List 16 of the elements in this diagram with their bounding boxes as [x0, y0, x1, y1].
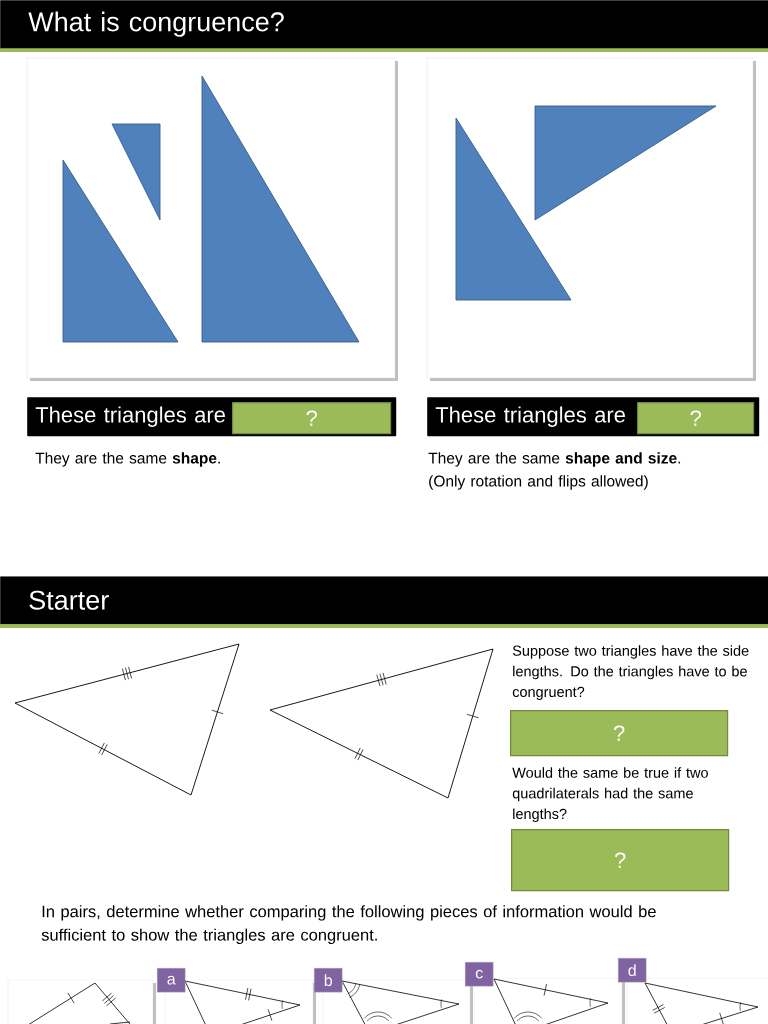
text: Would the same be true if two quadrilaterals had the same lengths?: [512, 767, 708, 822]
answer-box: ?: [510, 710, 729, 757]
question-tag: b: [314, 968, 343, 993]
question-tag: a: [157, 968, 186, 993]
question-tag: d: [618, 958, 647, 983]
title-bar: Starter: [0, 576, 768, 625]
text: (Only rotation and flips allowed): [429, 475, 648, 490]
text: They are the same shape and size.: [428, 452, 681, 467]
text: Suppose two triangles have the side lengths. Do the triangles have to be congruent?: [512, 645, 749, 700]
answer-box: ?: [511, 829, 730, 892]
title-bar: What is congruence?: [0, 0, 768, 49]
text: They are the same shape.: [35, 452, 220, 467]
question-tag: c: [465, 962, 494, 987]
answer-box: ?: [637, 402, 755, 435]
text: In pairs, determine whether comparing the following pieces of information would be sufficient to show the triangles are congruent.: [41, 905, 656, 944]
answer-box: ?: [232, 402, 392, 435]
